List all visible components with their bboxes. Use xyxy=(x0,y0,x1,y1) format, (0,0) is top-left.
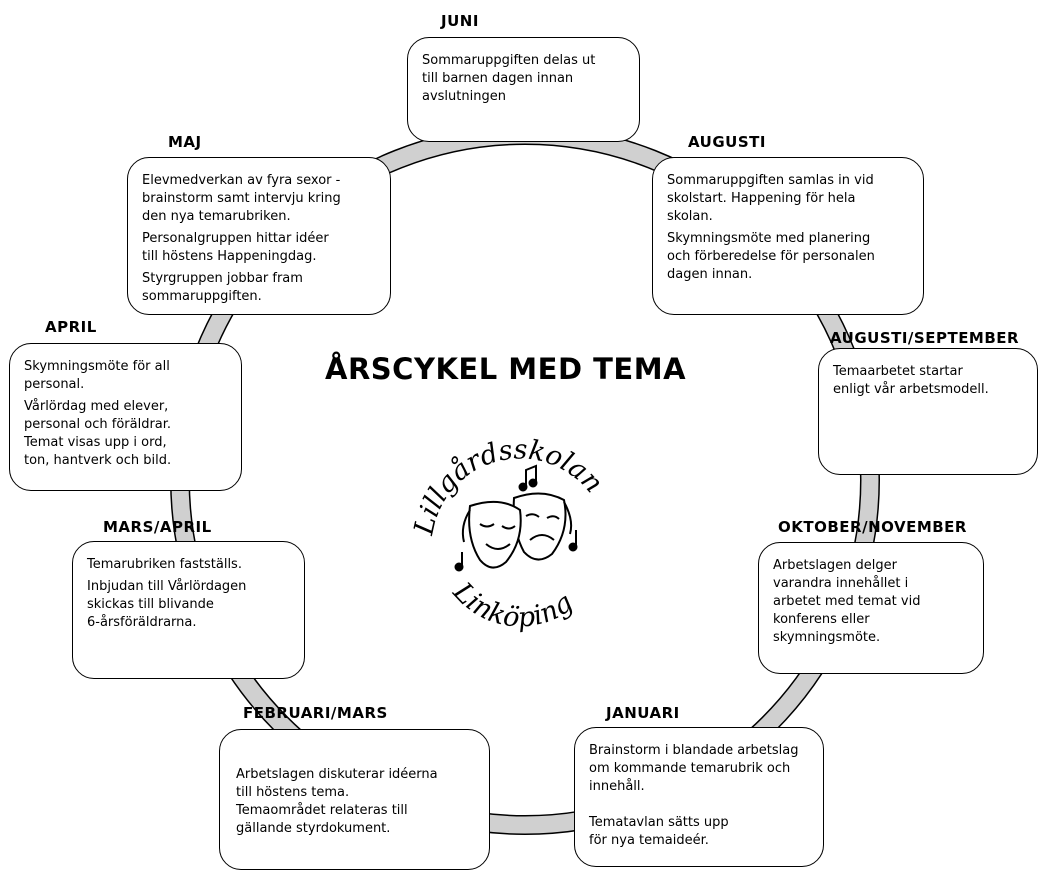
stage-text: Skymningsmöte för all personal. xyxy=(24,359,170,392)
stage-box-juni: Sommaruppgiften delas ut till barnen dag… xyxy=(407,37,640,142)
month-label-augusti: AUGUSTI xyxy=(688,133,766,151)
month-label-maj: MAJ xyxy=(168,133,202,151)
stage-text: Vårlördag med elever, personal och föräl… xyxy=(24,399,172,468)
stage-text: Sommaruppgiften delas ut till barnen dag… xyxy=(422,53,596,104)
stage-text: Temaarbetet startar enligt vår arbetsmod… xyxy=(833,364,989,397)
month-label-juni: JUNI xyxy=(441,12,479,30)
stage-text: Arbetslagen diskuterar idéerna till höst… xyxy=(236,767,438,800)
stage-text: Inbjudan till Vårlördagen skickas till b… xyxy=(87,579,247,630)
stage-text: Personalgruppen hittar idéer till hösten… xyxy=(142,231,329,264)
school-logo: Lillgårdsskolan Linköping xyxy=(408,434,609,634)
theater-masks-icon xyxy=(454,464,578,572)
month-label-januari: JANUARI xyxy=(606,704,680,722)
stage-box-augusti: Sommaruppgiften samlas in vid skolstart.… xyxy=(652,157,924,315)
month-label-mars-april: MARS/APRIL xyxy=(103,518,212,536)
stage-box-februari-mars: Arbetslagen diskuterar idéerna till höst… xyxy=(219,729,490,870)
stage-text: Arbetslagen delger varandra innehållet i… xyxy=(773,558,921,645)
stage-text: Styrgruppen jobbar fram sommaruppgiften. xyxy=(142,271,303,304)
stage-box-januari: Brainstorm i blandade arbetslag om komma… xyxy=(574,727,824,867)
month-label-februari-mars: FEBRUARI/MARS xyxy=(243,704,388,722)
stage-box-oktober-november: Arbetslagen delger varandra innehållet i… xyxy=(758,542,984,674)
stage-box-april: Skymningsmöte för all personal. Vårlörda… xyxy=(9,343,242,491)
stage-text: Sommaruppgiften samlas in vid skolstart.… xyxy=(667,173,874,224)
stage-box-maj: Elevmedverkan av fyra sexor - brainstorm… xyxy=(127,157,391,315)
stage-text xyxy=(589,800,809,810)
stage-text: Brainstorm i blandade arbetslag om komma… xyxy=(589,743,799,794)
stage-box-augusti-september: Temaarbetet startar enligt vår arbetsmod… xyxy=(818,348,1038,475)
stage-text: Skymningsmöte med planering och förbered… xyxy=(667,231,875,282)
month-label-oktober-november: OKTOBER/NOVEMBER xyxy=(778,518,967,536)
month-label-augusti-september: AUGUSTI/SEPTEMBER xyxy=(830,329,1020,347)
stage-text: Elevmedverkan av fyra sexor - brainstorm… xyxy=(142,173,341,224)
page-title: ÅRSCYKEL MED TEMA xyxy=(325,352,687,386)
month-label-april: APRIL xyxy=(45,318,97,336)
stage-text: Temaområdet relateras till gällande styr… xyxy=(236,803,408,836)
logo-bottom-text: Linköping xyxy=(446,576,578,634)
stage-text: Temarubriken fastställs. xyxy=(87,557,242,572)
stage-text: Tematavlan sätts upp för nya temaideér. xyxy=(589,815,729,848)
stage-box-mars-april: Temarubriken fastställs. Inbjudan till V… xyxy=(72,541,305,679)
